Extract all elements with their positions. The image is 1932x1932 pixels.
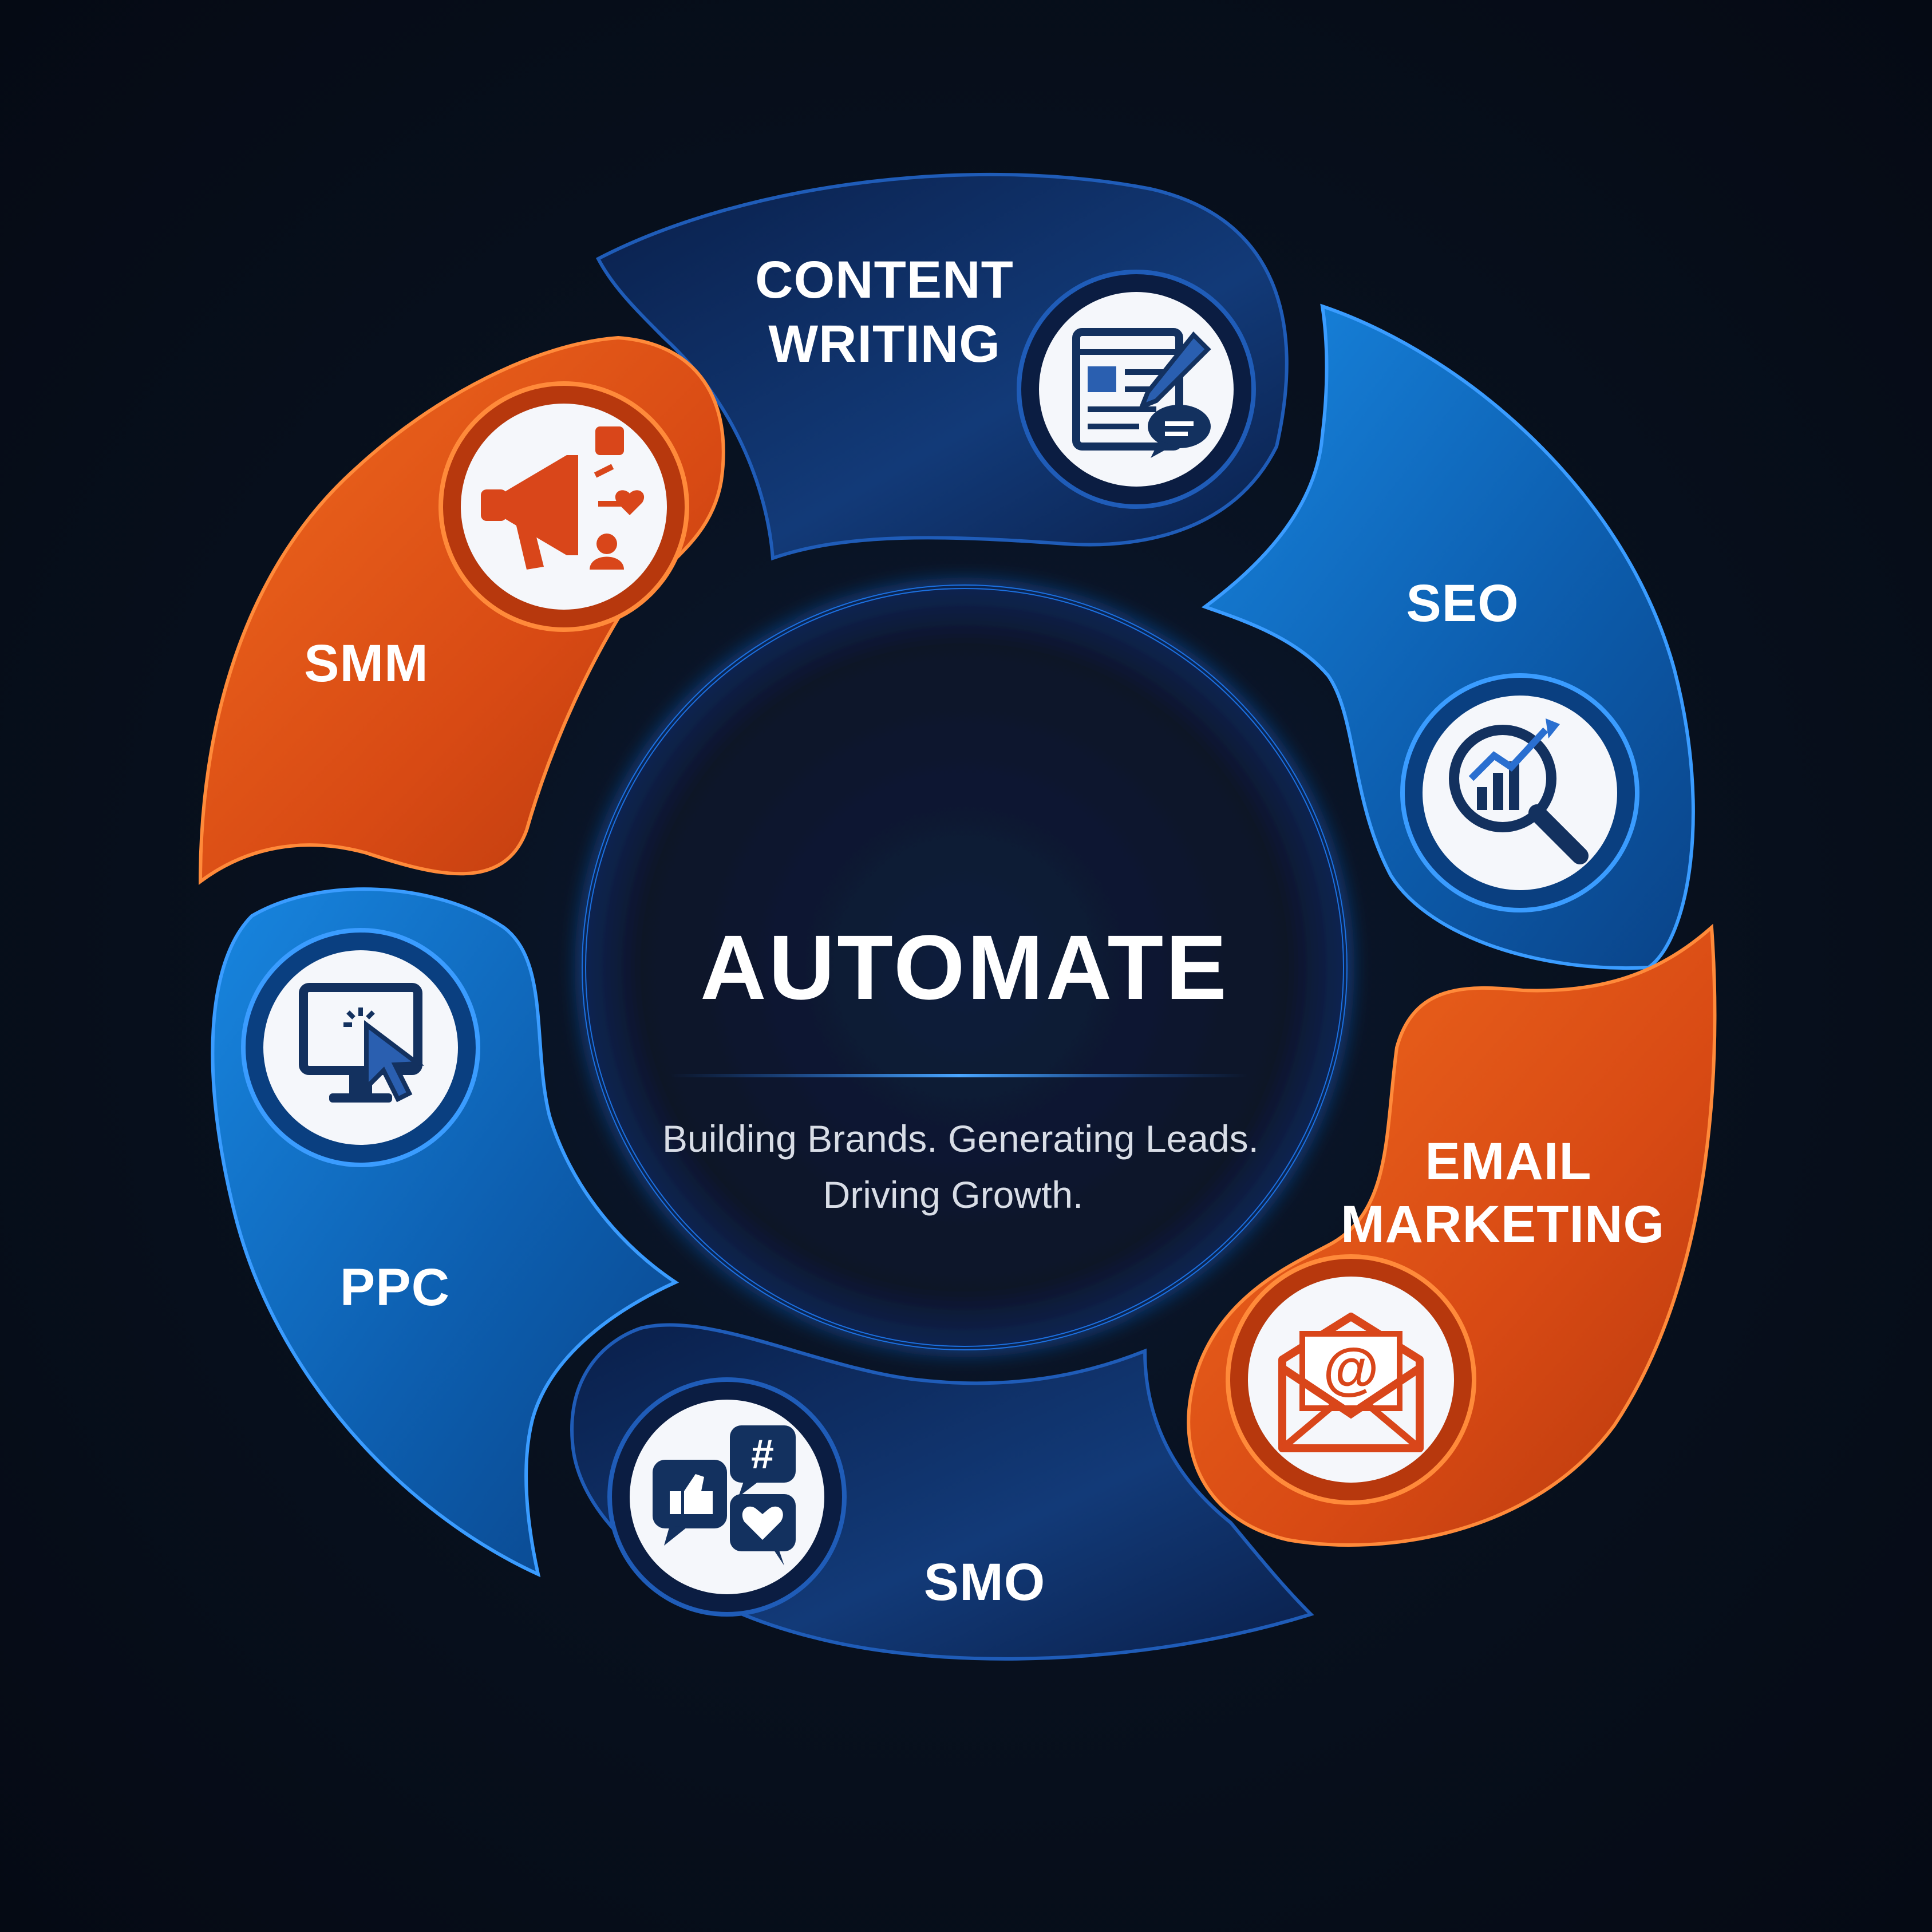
label-content-writing-2: WRITING [768,315,1001,373]
megaphone-icon [438,381,689,632]
monitor-click-icon [241,928,480,1167]
social-chat-icon: # [607,1377,847,1617]
label-ppc: PPC [340,1258,450,1317]
svg-text:#: # [751,1432,774,1477]
content-writing-icon [1017,270,1256,509]
label-email-marketing-1: EMAIL [1425,1132,1591,1191]
label-content-writing-1: CONTENT [755,251,1014,309]
seo-analytics-icon [1400,673,1639,912]
svg-text:@: @ [1323,1337,1379,1401]
center-divider [670,1074,1248,1077]
center-tagline-line2: Driving Growth. [823,1174,1084,1216]
center-tagline-line1: Building Brands. Generating Leads. [662,1117,1259,1160]
label-smm: SMM [304,634,429,693]
label-email-marketing-2: MARKETING [1341,1195,1665,1254]
center-title: AUTOMATE [700,916,1229,1018]
label-smo: SMO [924,1553,1046,1611]
label-seo: SEO [1406,574,1519,633]
email-icon: @ [1226,1254,1476,1505]
